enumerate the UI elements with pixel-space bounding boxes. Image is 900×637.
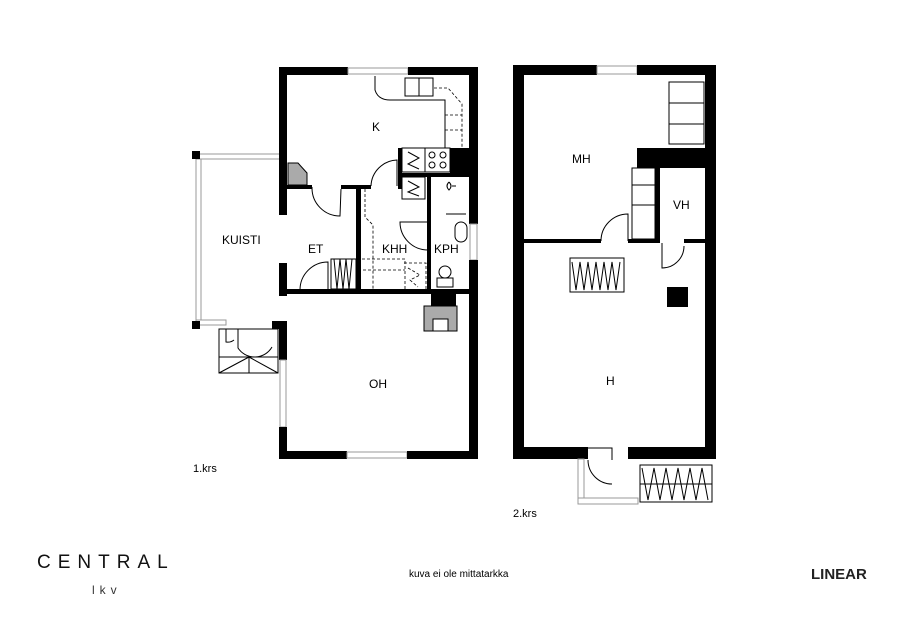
partner-logo-linear: LINEAR [811,566,867,583]
room-label-khh: KHH [382,242,407,256]
brand-logo-sub: lkv [92,583,122,597]
floor-2-label: 2.krs [513,508,537,520]
room-label-h: H [606,374,615,388]
room-label-et: ET [308,242,324,256]
room-label-vh: VH [673,198,690,212]
floor-1-plan: K KUISTI ET KHH KPH OH 1.krs [192,67,478,475]
room-label-kuisti: KUISTI [222,233,261,247]
porch-kuisti [192,151,287,374]
room-label-k: K [372,120,380,134]
brand-logo-central: CENTRAL [37,552,175,573]
room-label-oh: OH [369,377,387,391]
floor-2-plan: MH VH H 2.krs [513,65,716,520]
room-label-mh: MH [572,152,591,166]
floor-1-label: 1.krs [193,463,217,475]
disclaimer-note: kuva ei ole mittatarkka [409,569,509,580]
room-label-kph: KPH [434,242,459,256]
